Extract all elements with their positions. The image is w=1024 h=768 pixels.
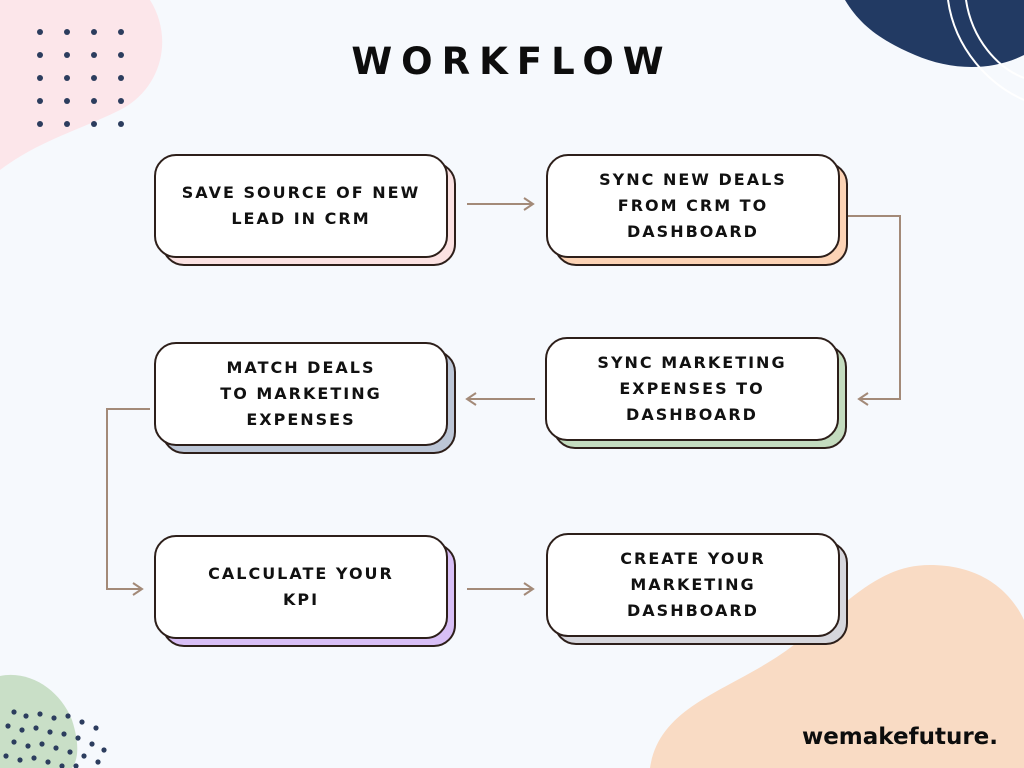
dot-cluster bbox=[3, 709, 107, 768]
dot bbox=[5, 723, 11, 729]
dot bbox=[64, 121, 70, 127]
step-box: SYNC NEW DEALS FROM CRM TO DASHBOARD bbox=[546, 154, 840, 258]
dot bbox=[64, 52, 70, 58]
navy-blob bbox=[845, 0, 1024, 68]
dot bbox=[23, 713, 29, 719]
green-blob bbox=[0, 674, 78, 768]
dot bbox=[118, 52, 124, 58]
dot bbox=[89, 741, 95, 747]
step-label-line: MATCH DEALS bbox=[226, 358, 376, 377]
dot bbox=[73, 763, 79, 768]
step-label-line: KPI bbox=[282, 590, 320, 609]
step-label: MATCH DEALS TO MARKETING EXPENSES bbox=[220, 355, 381, 433]
dot bbox=[95, 759, 101, 765]
step-box: CREATE YOUR MARKETING DASHBOARD bbox=[546, 533, 840, 637]
dot bbox=[65, 713, 71, 719]
dot bbox=[93, 725, 99, 731]
page-title: WORKFLOW bbox=[351, 40, 673, 83]
arrow-head bbox=[857, 392, 869, 406]
dot bbox=[37, 711, 43, 717]
dot bbox=[91, 75, 97, 81]
dot bbox=[118, 29, 124, 35]
white-curve bbox=[965, 0, 1024, 79]
step-box: MATCH DEALS TO MARKETING EXPENSES bbox=[154, 342, 448, 446]
step-label-line: LEAD IN CRM bbox=[231, 209, 371, 228]
step-label: SAVE SOURCE OF NEW LEAD IN CRM bbox=[182, 180, 420, 232]
dot bbox=[45, 759, 51, 765]
dot bbox=[47, 729, 53, 735]
step-label-line: DASHBOARD bbox=[627, 222, 759, 241]
dot bbox=[81, 753, 87, 759]
connector-arrow bbox=[848, 215, 901, 400]
dot bbox=[64, 98, 70, 104]
dot bbox=[118, 75, 124, 81]
step-label-line: DASHBOARD bbox=[627, 601, 759, 620]
dot bbox=[64, 75, 70, 81]
dot bbox=[51, 715, 57, 721]
step-label: CREATE YOUR MARKETING DASHBOARD bbox=[620, 546, 765, 624]
step-box: CALCULATE YOUR KPI bbox=[154, 535, 448, 639]
arrow-head bbox=[132, 582, 144, 596]
dot-grid bbox=[37, 29, 124, 127]
step-label-line: FROM CRM TO bbox=[617, 196, 769, 215]
dot bbox=[118, 121, 124, 127]
step-label: SYNC MARKETING EXPENSES TO DASHBOARD bbox=[597, 350, 786, 428]
dot bbox=[64, 29, 70, 35]
dot bbox=[17, 757, 23, 763]
step-label-line: SYNC MARKETING bbox=[597, 353, 787, 372]
dot bbox=[79, 719, 85, 725]
dot bbox=[11, 739, 17, 745]
dot bbox=[33, 725, 39, 731]
dot bbox=[37, 75, 43, 81]
step-label-line: CREATE YOUR bbox=[620, 549, 766, 568]
dot bbox=[37, 98, 43, 104]
dot bbox=[91, 29, 97, 35]
step-label-line: SYNC NEW DEALS bbox=[599, 170, 787, 189]
arrow-head bbox=[523, 197, 535, 211]
step-label-line: SAVE SOURCE OF NEW bbox=[181, 183, 421, 202]
pink-blob bbox=[0, 0, 163, 170]
step-box: SAVE SOURCE OF NEW LEAD IN CRM bbox=[154, 154, 448, 258]
dot bbox=[118, 98, 124, 104]
dot bbox=[67, 749, 73, 755]
dot bbox=[31, 755, 37, 761]
dot bbox=[91, 98, 97, 104]
dot bbox=[37, 121, 43, 127]
dot bbox=[59, 763, 65, 768]
step-label-line: MARKETING bbox=[630, 575, 756, 594]
step-label-line: EXPENSES bbox=[246, 410, 356, 429]
arrow-head bbox=[465, 392, 477, 406]
dot bbox=[53, 745, 59, 751]
brand-logo: wemakefuture. bbox=[801, 724, 998, 750]
step-label: SYNC NEW DEALS FROM CRM TO DASHBOARD bbox=[599, 167, 787, 245]
dot bbox=[91, 121, 97, 127]
dot bbox=[3, 753, 9, 759]
connector-arrow bbox=[106, 408, 150, 590]
dot bbox=[91, 52, 97, 58]
connectors bbox=[106, 197, 901, 596]
dot bbox=[39, 741, 45, 747]
peach-blob bbox=[650, 565, 1024, 768]
dot bbox=[75, 735, 81, 741]
dot bbox=[25, 743, 31, 749]
dot bbox=[19, 727, 25, 733]
step-label-line: EXPENSES TO bbox=[619, 379, 765, 398]
step-label: CALCULATE YOUR KPI bbox=[208, 561, 394, 613]
dot bbox=[61, 731, 67, 737]
dot bbox=[101, 747, 107, 753]
arrow-head bbox=[523, 582, 535, 596]
step-box: SYNC MARKETING EXPENSES TO DASHBOARD bbox=[545, 337, 839, 441]
dot bbox=[37, 52, 43, 58]
dot bbox=[37, 29, 43, 35]
step-label-line: TO MARKETING bbox=[220, 384, 382, 403]
step-label-line: CALCULATE YOUR bbox=[208, 564, 394, 583]
dot bbox=[11, 709, 17, 715]
step-label-line: DASHBOARD bbox=[626, 405, 758, 424]
white-curve bbox=[947, 0, 1024, 101]
